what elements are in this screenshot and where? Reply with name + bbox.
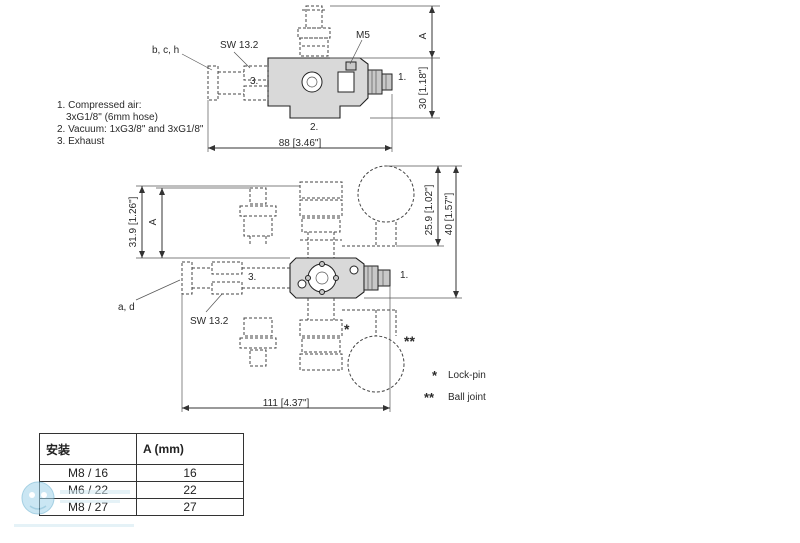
lower-stack-2 bbox=[301, 337, 341, 353]
lower-stack-3 bbox=[299, 353, 343, 371]
port-1-front: 1. bbox=[400, 270, 408, 281]
upper-stack-1 bbox=[299, 181, 343, 199]
upper-stack-2 bbox=[299, 199, 343, 217]
port-3-top: 3. bbox=[250, 76, 258, 87]
dim-30-label: 30 [1.18"] bbox=[418, 67, 429, 110]
ball-joint-upper bbox=[357, 165, 415, 223]
leader-sw-front bbox=[205, 293, 223, 313]
port-1-fitting bbox=[367, 69, 383, 95]
m5-fitting-base bbox=[299, 37, 329, 57]
leader-sw-top bbox=[233, 51, 251, 69]
ball-joint-lower bbox=[347, 335, 405, 393]
dim-25-9-label: 25.9 [1.02"] bbox=[424, 184, 435, 235]
front-view: 31.9 [1.26"] A 25.9 [1.02"] 40 [1.57"] 3… bbox=[118, 165, 462, 412]
upper-stack-3 bbox=[301, 217, 341, 233]
leader-bch bbox=[181, 53, 213, 71]
label-m5: M5 bbox=[356, 30, 370, 41]
leader-m5 bbox=[349, 39, 363, 65]
m5-port bbox=[337, 71, 355, 93]
watermark-logo bbox=[14, 481, 134, 527]
front-left-cap bbox=[181, 261, 193, 295]
label-ad: a, d bbox=[118, 302, 135, 313]
port-notes: 1. Compressed air: 3xG1/8" (6mm hose) 2.… bbox=[57, 100, 204, 147]
header-mount: 安装 bbox=[39, 433, 137, 465]
label-sw-front: SW 13.2 bbox=[190, 316, 229, 327]
dim-111-label: 111 [4.37"] bbox=[263, 398, 310, 409]
top-view: b, c, h SW 13.2 M5 3. 1. 2. A 30 [1.18"]… bbox=[152, 5, 440, 152]
front-port-1-fitting bbox=[363, 265, 379, 291]
legend-text-lockpin: Lock-pin bbox=[448, 370, 486, 381]
front-port-1-nut bbox=[377, 269, 391, 287]
m5-fitting-outline bbox=[305, 5, 323, 29]
port-2-top: 2. bbox=[310, 122, 318, 133]
dim-a-top-label: A bbox=[418, 32, 429, 39]
center-port bbox=[301, 71, 323, 93]
front-center-port bbox=[307, 263, 337, 293]
symbol-legend: * Lock-pin ** Ball joint bbox=[424, 368, 486, 405]
port-1-top: 1. bbox=[398, 72, 406, 83]
left-cap bbox=[207, 65, 219, 101]
lower-stack-1 bbox=[299, 319, 343, 337]
label-bch: b, c, h bbox=[152, 45, 179, 56]
note-line-4: 3. Exhaust bbox=[57, 136, 104, 147]
m5-fitting-collar bbox=[297, 27, 331, 39]
ball-joint-marker: ** bbox=[404, 333, 415, 349]
note-line-1: 1. Compressed air: bbox=[57, 100, 141, 111]
legend-symbol-lockpin: * bbox=[432, 368, 438, 383]
note-line-3: 2. Vacuum: 1xG3/8" and 3xG1/8" bbox=[57, 124, 204, 135]
exhaust-fitting-upper bbox=[243, 65, 269, 81]
port-1-nut bbox=[381, 73, 393, 91]
cell-a: 27 bbox=[136, 498, 244, 516]
label-sw-top: SW 13.2 bbox=[220, 40, 259, 51]
lock-pin-marker: * bbox=[344, 321, 350, 337]
cell-a: 22 bbox=[136, 481, 244, 499]
legend-text-balljoint: Ball joint bbox=[448, 392, 486, 403]
dim-40-label: 40 [1.57"] bbox=[444, 193, 455, 236]
leader-ad bbox=[135, 279, 181, 301]
legend-symbol-balljoint: ** bbox=[424, 390, 435, 405]
note-line-2: 3xG1/8" (6mm hose) bbox=[66, 112, 158, 123]
dim-31-9-label: 31.9 [1.26"] bbox=[128, 196, 139, 247]
exhaust-fitting-lower bbox=[243, 85, 269, 101]
dim-a-front-label: A bbox=[148, 218, 159, 225]
table-header-row: 安装 A (mm) bbox=[39, 433, 244, 465]
cell-a: 16 bbox=[136, 464, 244, 482]
header-a-mm: A (mm) bbox=[136, 433, 244, 465]
m5-screw bbox=[345, 61, 357, 71]
dim-88-label: 88 [3.46"] bbox=[279, 138, 322, 149]
port-3-front: 3. bbox=[248, 272, 256, 283]
